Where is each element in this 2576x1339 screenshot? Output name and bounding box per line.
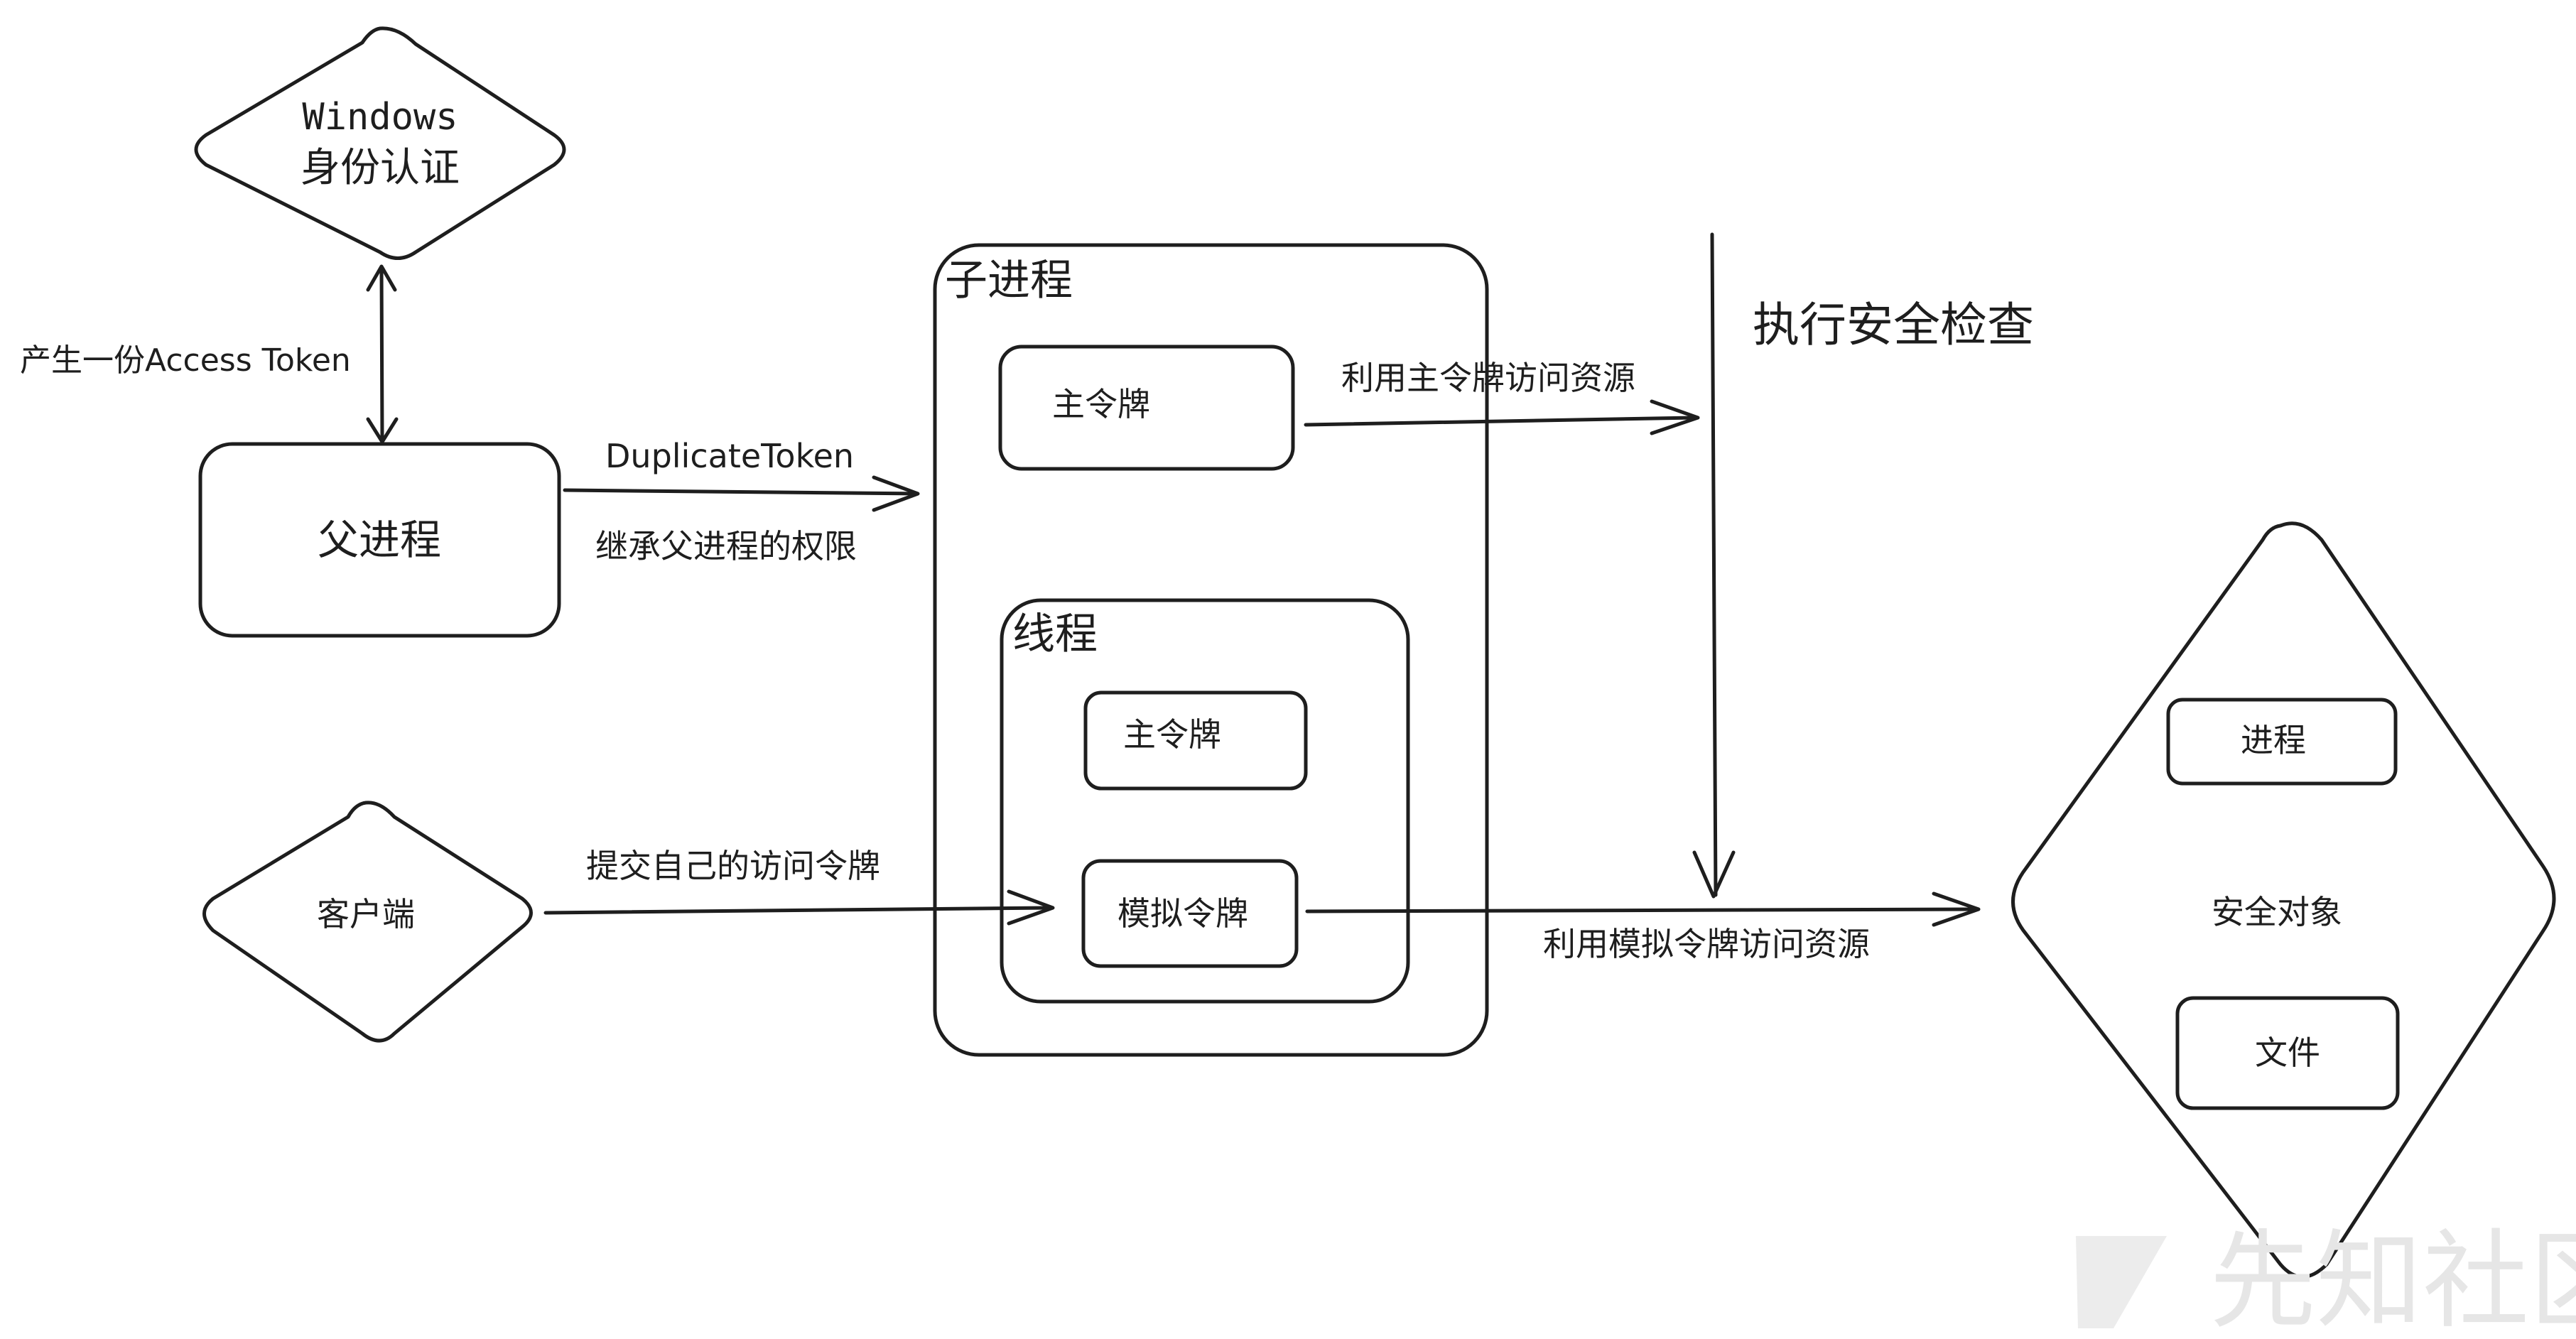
object-process-label: 进程 bbox=[2241, 721, 2306, 759]
child-process-label: 子进程 bbox=[945, 256, 1073, 305]
impersonation-token-label: 模拟令牌 bbox=[1117, 894, 1248, 933]
impersonation-access-arrow bbox=[1305, 891, 1981, 927]
security-check-label: 执行安全检查 bbox=[1753, 298, 2034, 352]
thread-label: 线程 bbox=[1012, 609, 1098, 659]
security-check-line bbox=[1692, 232, 1736, 899]
impersonation-token-node: 模拟令牌 bbox=[1081, 859, 1299, 968]
primary-access-label: 利用主令牌访问资源 bbox=[1341, 359, 1635, 397]
client-submit-arrow bbox=[543, 889, 1055, 926]
parent-process-label: 父进程 bbox=[318, 516, 441, 564]
windows-auth-label-line1: Windows bbox=[302, 96, 458, 139]
object-file-node: 文件 bbox=[2175, 996, 2400, 1110]
watermark: 先知社区 bbox=[2076, 1220, 2576, 1339]
child-primary-token-node: 主令牌 bbox=[998, 345, 1295, 471]
client-node: 客户端 bbox=[202, 801, 533, 1043]
auth-parent-arrow bbox=[366, 264, 399, 444]
object-process-node: 进程 bbox=[2166, 698, 2398, 786]
watermark-logo-icon bbox=[2076, 1236, 2167, 1328]
thread-node: 线程 bbox=[1000, 598, 1410, 1004]
primary-access-arrow bbox=[1304, 399, 1700, 435]
child-process-node: 子进程 bbox=[933, 243, 1489, 1057]
watermark-text: 先知社区 bbox=[2209, 1220, 2576, 1339]
security-object-node: 安全对象 bbox=[2011, 521, 2556, 1279]
duplicate-token-label: DuplicateToken bbox=[605, 437, 854, 475]
child-primary-token-label: 主令牌 bbox=[1052, 385, 1150, 423]
thread-primary-token-node: 主令牌 bbox=[1083, 690, 1308, 791]
client-submit-label: 提交自己的访问令牌 bbox=[586, 847, 880, 885]
thread-primary-token-label: 主令牌 bbox=[1123, 715, 1221, 754]
auth-to-parent-label: 产生一份Access Token bbox=[20, 342, 351, 379]
impersonation-access-label: 利用模拟令牌访问资源 bbox=[1543, 925, 1870, 963]
duplicate-token-arrow bbox=[563, 475, 920, 512]
windows-auth-node: Windows 身份认证 bbox=[194, 26, 566, 260]
object-file-label: 文件 bbox=[2255, 1034, 2320, 1072]
inherit-rights-label: 继承父进程的权限 bbox=[595, 527, 857, 565]
windows-auth-label-line2: 身份认证 bbox=[301, 145, 460, 191]
security-object-label: 安全对象 bbox=[2212, 893, 2342, 931]
client-label: 客户端 bbox=[317, 895, 415, 933]
parent-process-node: 父进程 bbox=[198, 442, 561, 638]
